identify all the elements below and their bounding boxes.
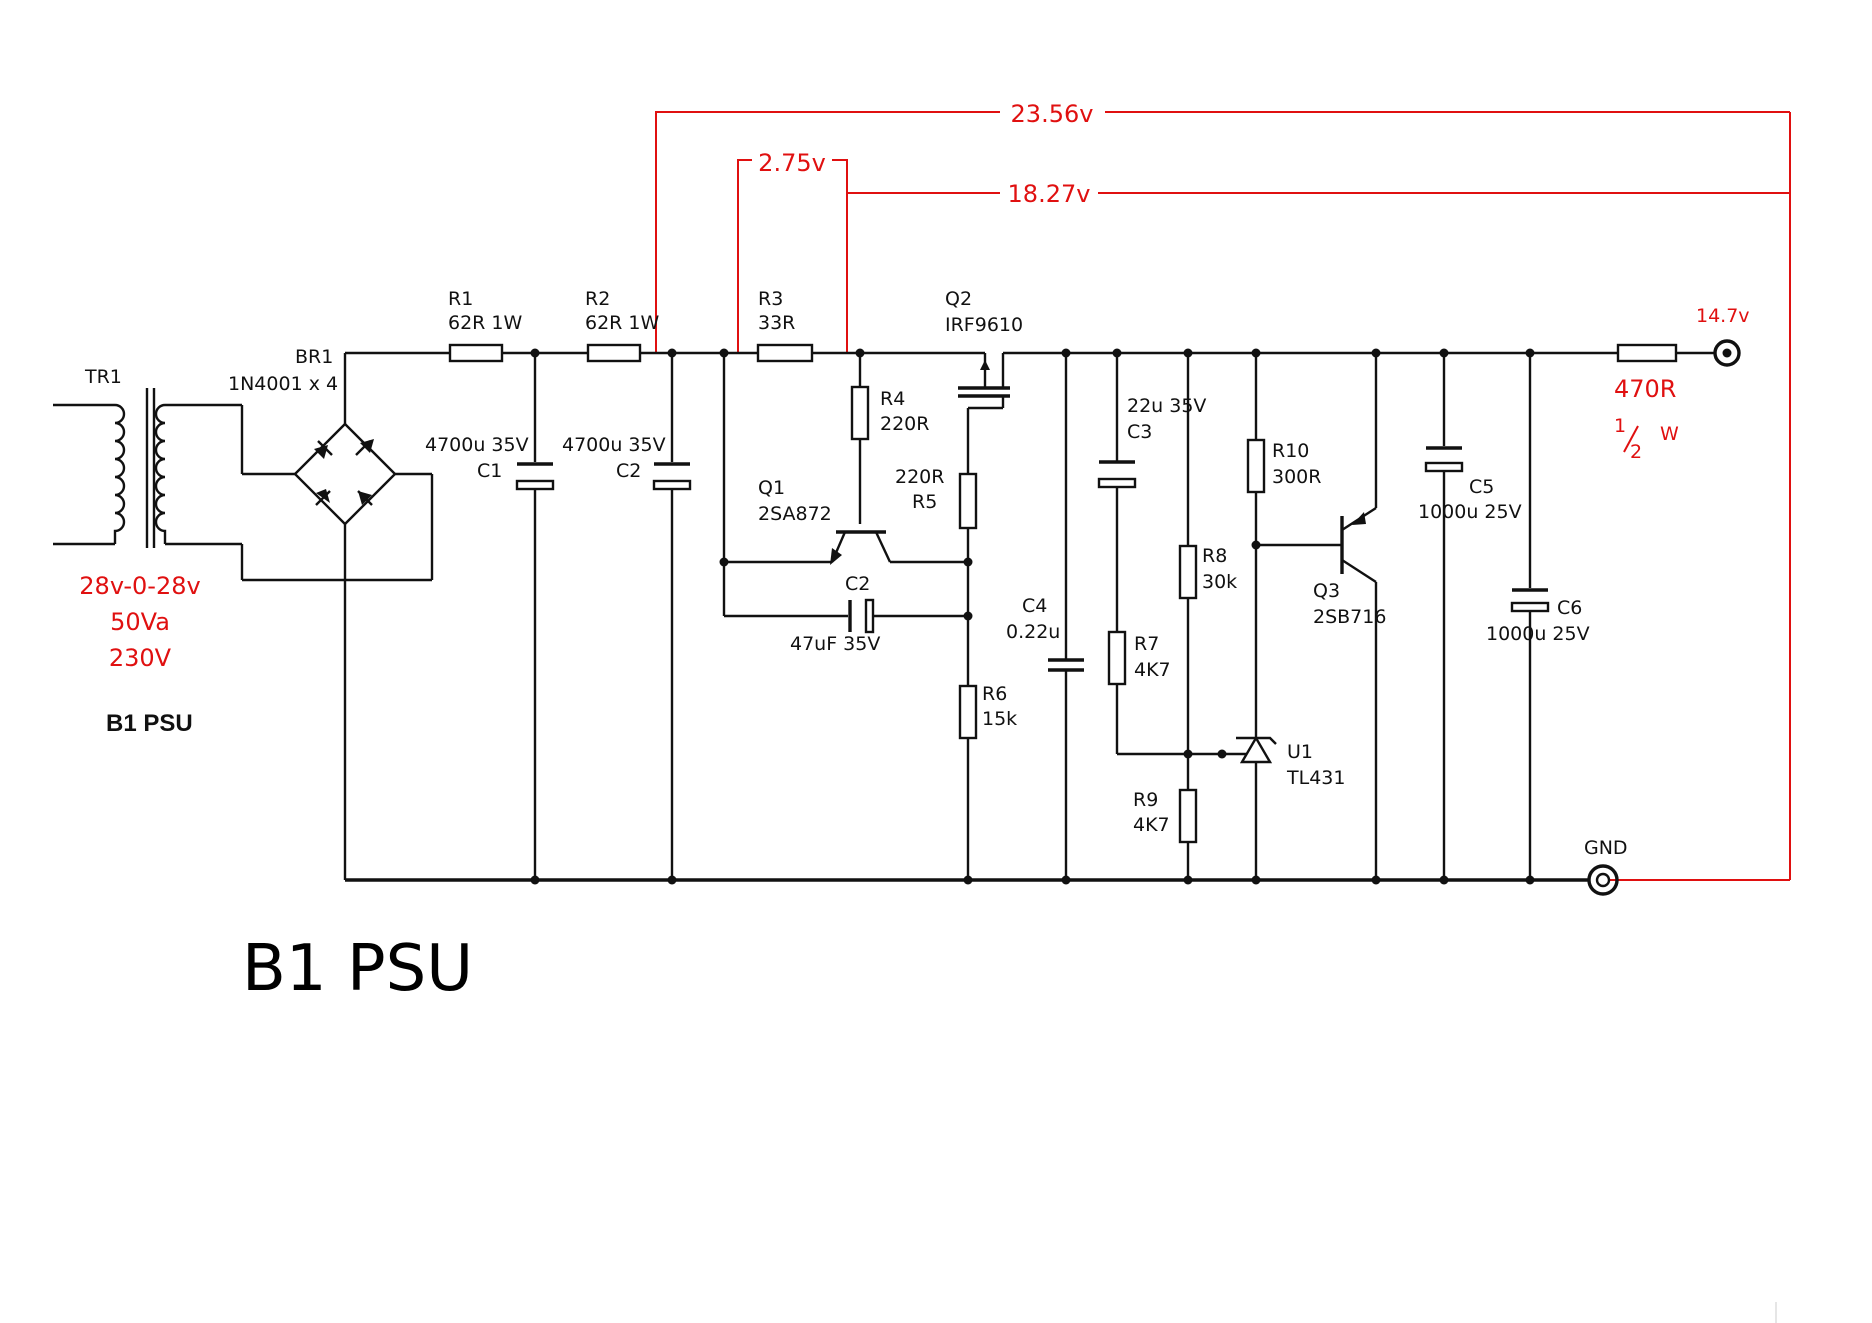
output-voltage: 14.7v — [1696, 305, 1750, 327]
transistor-q3 — [1340, 353, 1378, 880]
resistor-r9 — [1178, 788, 1198, 844]
r6-ref: R6 — [982, 683, 1007, 705]
u1-value: TL431 — [1286, 767, 1345, 789]
c6-ref: C6 — [1557, 597, 1582, 619]
r8-ref: R8 — [1202, 545, 1227, 567]
q3-value: 2SB716 — [1313, 606, 1386, 628]
c3-ref: C3 — [1127, 421, 1152, 443]
out-resistor-power-den: 2 — [1630, 441, 1642, 463]
r7-ref: R7 — [1134, 633, 1159, 655]
tr1-va: 50Va — [110, 608, 170, 636]
measurement-23-56v: 23.56v — [1011, 100, 1094, 128]
resistor-r5 — [958, 472, 978, 530]
br1-value: 1N4001 x 4 — [228, 373, 338, 395]
capacitor-c6 — [1510, 353, 1550, 880]
psu-title-small: B1 PSU — [106, 710, 193, 737]
tr1-voltage: 28v-0-28v — [79, 572, 200, 600]
r1-value: 62R 1W — [448, 312, 523, 334]
mosfet-q2 — [958, 353, 1010, 410]
out-resistor-power: 1 2 W — [1614, 415, 1679, 463]
q1-value: 2SA872 — [758, 503, 832, 525]
resistor-r10 — [1246, 438, 1266, 494]
psu-title-large: B1 PSU — [242, 932, 473, 1006]
br1-ref: BR1 — [295, 346, 333, 368]
capacitor-c3 — [1097, 460, 1222, 756]
r4-ref: R4 — [880, 388, 905, 410]
tr1-mains: 230V — [109, 644, 172, 672]
measurement-2-75v: 2.75v — [758, 149, 826, 177]
c1-value: 4700u 35V — [425, 434, 529, 456]
c5-value: 1000u 25V — [1418, 501, 1522, 523]
gnd-label: GND — [1584, 837, 1628, 859]
r3-value: 33R — [758, 312, 795, 334]
r9-value: 4K7 — [1133, 814, 1170, 836]
out-resistor-value: 470R — [1614, 375, 1676, 403]
r5-value: 220R — [895, 466, 944, 488]
r1-ref: R1 — [448, 288, 473, 310]
r8-value: 30k — [1202, 571, 1237, 593]
resistor-r6 — [958, 684, 978, 740]
c4-value: 0.22u — [1006, 621, 1060, 643]
u1-ref: U1 — [1287, 741, 1313, 763]
r4-value: 220R — [880, 413, 929, 435]
resistor-470r — [1616, 343, 1678, 363]
resistor-r2 — [586, 343, 642, 363]
r10-ref: R10 — [1272, 440, 1309, 462]
q3-ref: Q3 — [1313, 580, 1340, 602]
q1-ref: Q1 — [758, 477, 785, 499]
c3-value: 22u 35V — [1127, 395, 1206, 417]
r10-value: 300R — [1272, 466, 1321, 488]
c6-value: 1000u 25V — [1486, 623, 1590, 645]
resistor-r4 — [850, 385, 870, 441]
out-resistor-power-unit: W — [1660, 423, 1679, 445]
output-terminal — [1713, 339, 1741, 367]
resistor-r8 — [1178, 544, 1198, 600]
capacitor-c4 — [1048, 353, 1084, 880]
q2-ref: Q2 — [945, 288, 972, 310]
q2-value: IRF9610 — [945, 314, 1023, 336]
r9-ref: R9 — [1133, 789, 1158, 811]
transistor-q1 — [830, 530, 892, 565]
bridge-br1 — [293, 353, 397, 880]
measurement-18-27v: 18.27v — [1008, 180, 1091, 208]
out-resistor-power-num: 1 — [1614, 415, 1626, 437]
r3-ref: R3 — [758, 288, 783, 310]
resistor-r7 — [1107, 630, 1127, 686]
resistor-r1 — [448, 343, 504, 363]
c2b-value: 47uF 35V — [790, 633, 880, 655]
q1-section-wiring — [722, 353, 970, 880]
c2b-ref: C2 — [845, 573, 870, 595]
r2-ref: R2 — [585, 288, 610, 310]
c2-ref: C2 — [616, 460, 641, 482]
transformer-tr1 — [53, 388, 434, 582]
capacitor-c2-feedback — [848, 598, 875, 634]
capacitor-c5 — [1424, 353, 1464, 880]
measurement-lines — [655, 111, 1791, 881]
reference-wiring — [1254, 353, 1342, 880]
resistor-r3 — [756, 343, 814, 363]
c1-ref: C1 — [477, 460, 502, 482]
r7-value: 4K7 — [1134, 659, 1171, 681]
gnd-terminal — [1587, 864, 1619, 896]
r6-value: 15k — [982, 708, 1017, 730]
r5-ref: R5 — [912, 491, 937, 513]
c2-value: 4700u 35V — [562, 434, 666, 456]
r2-value: 62R 1W — [585, 312, 660, 334]
tr1-ref: TR1 — [84, 366, 122, 388]
capacitor-c1 — [515, 353, 555, 880]
c5-ref: C5 — [1469, 476, 1494, 498]
capacitor-c2-reservoir — [652, 353, 692, 880]
shunt-regulator-u1 — [1222, 735, 1277, 764]
c4-ref: C4 — [1022, 595, 1047, 617]
